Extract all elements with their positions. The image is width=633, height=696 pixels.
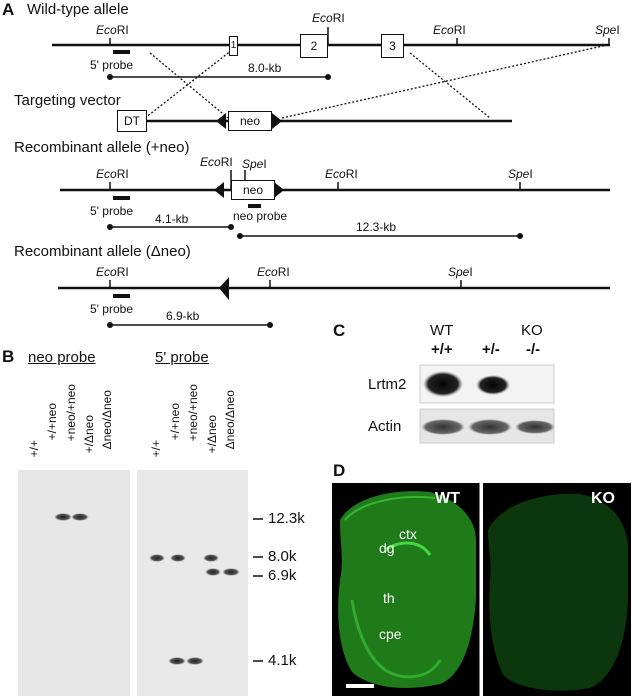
fragment-6-9kb-label: 6.9-kb xyxy=(166,309,200,323)
genotype-label: -/- xyxy=(526,341,541,358)
lane-label: +/Δneo xyxy=(205,415,219,454)
recombinant-neo-title: Recombinant allele (+neo) xyxy=(14,139,190,156)
ecori-label: EcoRI xyxy=(325,167,358,181)
ecori-label: EcoRI xyxy=(96,167,129,181)
lrtm2-label: Lrtm2 xyxy=(368,376,407,393)
lane-label: +/+neo xyxy=(168,403,182,441)
region-label-th: th xyxy=(383,590,395,606)
ecori-label: EcoRI xyxy=(200,155,233,169)
marker-label: 6.9k xyxy=(268,567,297,584)
marker-label: 8.0k xyxy=(268,548,297,565)
scale-bar xyxy=(346,684,374,688)
genotype-label: +/- xyxy=(482,341,500,358)
wt-image-label: WT xyxy=(435,490,460,507)
lane-label: +neo/+neo xyxy=(186,384,200,442)
exon-3-box: 3 xyxy=(381,34,404,58)
spei-label: SpeI xyxy=(595,23,620,37)
southern-blot-neo-probe xyxy=(18,470,130,696)
panel-label-a: A xyxy=(2,0,15,19)
ecori-label: EcoRI xyxy=(96,265,129,279)
region-label-dg: dg xyxy=(379,540,395,556)
probe-5-title: 5' probe xyxy=(155,349,209,366)
fragment-4-1kb-label: 4.1-kb xyxy=(155,212,189,226)
probe-5-label: 5' probe xyxy=(90,302,133,316)
panel-label-c: C xyxy=(333,321,346,340)
neo-cassette-box: neo xyxy=(231,180,275,200)
fragment-12-3kb-label: 12.3-kb xyxy=(356,220,397,234)
spei-label: SpeI xyxy=(448,265,473,279)
targeting-vector-title: Targeting vector xyxy=(14,92,121,109)
lane-label: +/Δneo xyxy=(82,415,96,454)
ecori-label: EcoRI xyxy=(312,11,345,25)
wt-header: WT xyxy=(430,322,454,339)
probe-5-label: 5' probe xyxy=(90,58,133,72)
spei-label: SpeI xyxy=(242,157,267,171)
ecori-label: EcoRI xyxy=(433,23,466,37)
panel-label-b: B xyxy=(2,347,15,366)
lane-label: +/+neo xyxy=(45,403,59,441)
panel-label-d: D xyxy=(333,461,346,480)
lane-label: +/+ xyxy=(27,440,41,458)
ko-header: KO xyxy=(521,322,543,339)
recombinant-dneo-title: Recombinant allele (Δneo) xyxy=(14,243,191,260)
probe-5-label: 5' probe xyxy=(90,204,133,218)
wildtype-title: Wild-type allele xyxy=(27,1,129,18)
dt-cassette-box: DT xyxy=(117,110,147,132)
ko-image-label: KO xyxy=(591,490,615,507)
lane-label: +neo/+neo xyxy=(64,384,78,442)
genotype-label: +/+ xyxy=(431,341,453,358)
actin-label: Actin xyxy=(368,418,402,435)
neo-probe-label: neo probe xyxy=(233,209,288,223)
lane-label: +/+ xyxy=(149,440,163,458)
spei-label: SpeI xyxy=(508,167,533,181)
neo-probe-title: neo probe xyxy=(28,349,96,366)
fragment-8kb-label: 8.0-kb xyxy=(248,61,282,75)
lane-label: Δneo/Δneo xyxy=(223,390,237,450)
exon-2-box: 2 xyxy=(300,34,328,58)
ecori-label: EcoRI xyxy=(96,23,129,37)
exon-1-box: 1 xyxy=(229,36,238,56)
region-label-cpe: cpe xyxy=(379,626,402,642)
marker-label: 12.3k xyxy=(268,510,305,527)
region-label-ctx: ctx xyxy=(399,526,417,542)
ecori-label: EcoRI xyxy=(257,265,290,279)
lane-label: Δneo/Δneo xyxy=(100,390,114,450)
marker-label: 4.1k xyxy=(268,652,297,669)
neo-cassette-box: neo xyxy=(228,111,272,131)
